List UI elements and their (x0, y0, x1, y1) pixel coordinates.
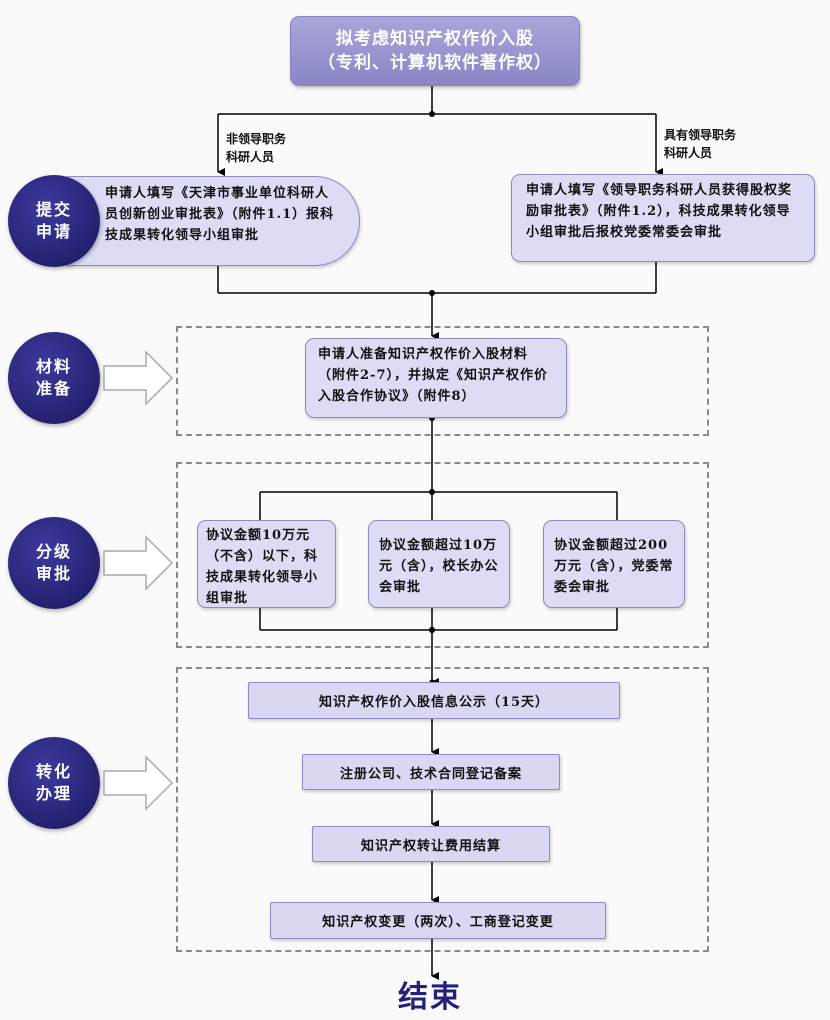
stage-submit-line1: 提交 (35, 200, 72, 219)
branch-label-left: 非领导职务 科研人员 (226, 130, 286, 166)
transfer-step-4: 知识产权变更（两次）、工商登记变更 (270, 902, 606, 939)
approval-level-2-text: 协议金额超过10万元（含），校长办公会审批 (379, 538, 499, 595)
stage-transfer-line1: 转化 (35, 762, 72, 781)
materials-box: 申请人准备知识产权作价入股材料（附件2-7），并拟定《知识产权作价入股合作协议》… (305, 338, 567, 418)
approval-section (176, 462, 709, 648)
approval-level-1-text: 协议金额10万元（不含）以下，科技成果转化领导小组审批 (206, 528, 319, 606)
approval-level-3-text: 协议金额超过200万元（含），党委常委会审批 (554, 538, 674, 595)
stage-submit-circle: 提交 申请 (8, 175, 100, 267)
materials-text: 申请人准备知识产权作价入股材料（附件2-7），并拟定《知识产权作价入股合作协议》… (318, 347, 548, 404)
stage-materials-line2: 准备 (35, 379, 72, 398)
materials-section (176, 326, 709, 436)
branch-label-right: 具有领导职务 科研人员 (664, 126, 736, 162)
submit-left-box: 申请人填写《天津市事业单位科研人员创新创业审批表》（附件1.1）报科技成果转化领… (60, 176, 360, 266)
stage-approval-circle: 分级 审批 (8, 517, 100, 609)
branch-right-line2: 科研人员 (664, 146, 713, 160)
start-title-line2: （专利、计算机软件著作权） (318, 53, 552, 73)
stage-approval-line2: 审批 (35, 564, 72, 583)
stage-transfer-circle: 转化 办理 (8, 737, 100, 829)
submit-left-text: 申请人填写《天津市事业单位科研人员创新创业审批表》（附件1.1）报科技成果转化领… (105, 186, 335, 243)
branch-left-line2: 科研人员 (226, 150, 275, 164)
transfer-step-1: 知识产权作价入股信息公示（15天） (248, 682, 620, 719)
approval-level-3: 协议金额超过200万元（含），党委常委会审批 (543, 520, 685, 608)
stage-transfer-line2: 办理 (35, 784, 72, 803)
start-title-line1: 拟考虑知识产权作价入股 (336, 29, 534, 49)
start-node: 拟考虑知识产权作价入股 （专利、计算机软件著作权） (290, 16, 580, 86)
transfer-section (176, 667, 709, 952)
end-label: 结束 (398, 980, 462, 1015)
branch-left-line1: 非领导职务 (226, 132, 287, 146)
approval-level-1: 协议金额10万元（不含）以下，科技成果转化领导小组审批 (197, 520, 336, 608)
transfer-step-2-text: 注册公司、技术合同登记备案 (339, 766, 522, 782)
transfer-step-1-text: 知识产权作价入股信息公示（15天） (318, 695, 550, 710)
stage-materials-line1: 材料 (35, 357, 72, 376)
submit-right-text: 申请人填写《领导职务科研人员获得股权奖励审批表》（附件1.2），科技成果转化领导… (526, 183, 793, 240)
transfer-step-2: 注册公司、技术合同登记备案 (302, 754, 560, 790)
stage-approval-line1: 分级 (35, 542, 72, 561)
stage-materials-circle: 材料 准备 (8, 332, 100, 424)
submit-right-box: 申请人填写《领导职务科研人员获得股权奖励审批表》（附件1.2），科技成果转化领导… (511, 174, 815, 262)
transfer-step-3-text: 知识产权转让费用结算 (360, 838, 501, 854)
branch-right-line1: 具有领导职务 (664, 128, 737, 142)
transfer-step-3: 知识产权转让费用结算 (312, 826, 550, 862)
approval-level-2: 协议金额超过10万元（含），校长办公会审批 (368, 520, 510, 608)
stage-submit-line2: 申请 (35, 222, 72, 241)
transfer-step-4-text: 知识产权变更（两次）、工商登记变更 (322, 915, 554, 930)
